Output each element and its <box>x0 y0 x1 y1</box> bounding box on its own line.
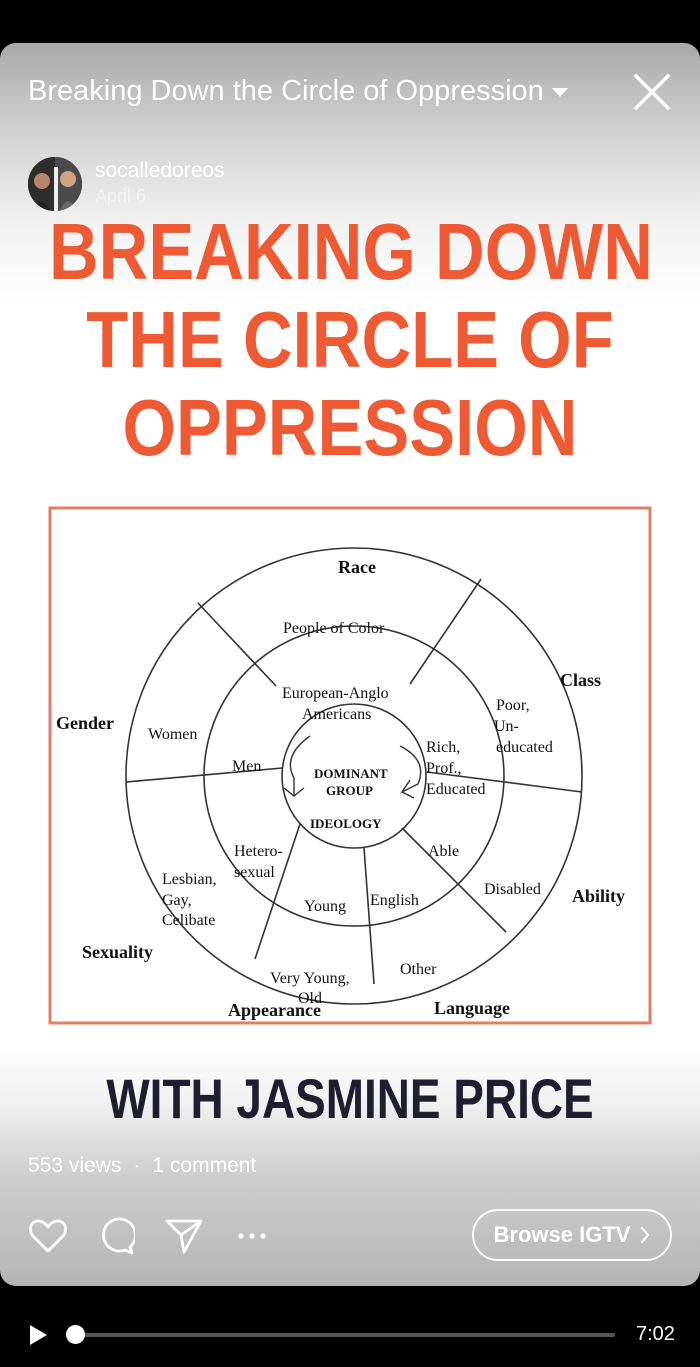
segment-women: Women <box>148 726 197 743</box>
play-icon <box>26 1323 50 1347</box>
igtv-video-card[interactable]: Breaking Down the Circle of Oppression s… <box>0 43 700 1286</box>
share-button[interactable] <box>162 1214 206 1258</box>
play-button[interactable] <box>26 1323 50 1347</box>
segment-people-of-color: People of Color <box>283 620 385 637</box>
progress-scrubber[interactable] <box>66 1325 85 1344</box>
segment-disabled: Disabled <box>484 881 541 898</box>
video-player-controls: 7:02 <box>0 1306 700 1362</box>
segment-rich: Prof., <box>426 760 462 777</box>
category-sexuality: Sexuality <box>82 942 153 962</box>
category-language: Language <box>434 998 510 1018</box>
segment-hetero: sexual <box>234 864 275 881</box>
heart-icon <box>28 1218 68 1254</box>
segment-lgb: Gay, <box>162 892 192 909</box>
segment-lgb: Lesbian, <box>162 871 217 888</box>
post-date: April 6 <box>95 186 146 207</box>
segment-other: Other <box>400 961 437 978</box>
more-dots-icon <box>237 1232 267 1240</box>
view-count: 553 views <box>28 1154 121 1177</box>
like-button[interactable] <box>26 1214 70 1258</box>
segment-euro: European-Anglo <box>282 685 389 702</box>
segment-poor: Poor, <box>496 697 530 714</box>
browse-igtv-label: Browse IGTV <box>494 1222 631 1248</box>
segment-very-young: Very Young, <box>270 970 350 987</box>
headline-line: THE CIRCLE OF <box>49 296 651 384</box>
segment-very-young: Old <box>298 990 322 1007</box>
paper-plane-icon <box>164 1217 204 1255</box>
more-options-button[interactable] <box>230 1214 274 1258</box>
segment-euro: Americans <box>302 706 371 723</box>
progress-track[interactable] <box>75 1333 615 1337</box>
segment-rich: Educated <box>426 781 486 798</box>
close-button[interactable] <box>632 72 672 112</box>
poster-headline: BREAKING DOWN THE CIRCLE OF OPPRESSION <box>49 208 651 472</box>
core-dominant: DOMINANT <box>314 766 388 781</box>
chevron-right-icon <box>640 1226 650 1244</box>
headline-line: OPPRESSION <box>49 384 651 472</box>
chevron-down-icon[interactable] <box>552 88 568 97</box>
segment-young: Young <box>304 898 346 915</box>
segment-men: Men <box>232 758 261 775</box>
browse-igtv-button[interactable]: Browse IGTV <box>472 1209 672 1261</box>
headline-line: BREAKING DOWN <box>49 208 651 296</box>
segment-poor: educated <box>496 739 553 756</box>
video-duration: 7:02 <box>636 1323 675 1346</box>
segment-hetero: Hetero- <box>234 843 283 860</box>
action-bar <box>26 1214 298 1258</box>
segment-english: English <box>370 892 419 909</box>
close-icon <box>632 72 672 112</box>
comment-bubble-icon <box>97 1217 135 1255</box>
segment-lgb: Celibate <box>162 912 215 929</box>
core-ideology: IDEOLOGY <box>310 816 382 831</box>
category-class: Class <box>560 670 601 690</box>
video-stats: 553 views · 1 comment <box>28 1154 256 1178</box>
comment-button[interactable] <box>94 1214 138 1258</box>
segment-able: Able <box>428 843 459 860</box>
segment-poor: Un- <box>494 718 519 735</box>
category-race: Race <box>338 557 376 577</box>
category-gender: Gender <box>56 713 114 733</box>
comment-count[interactable]: 1 comment <box>152 1154 256 1177</box>
stats-separator: · <box>133 1154 140 1177</box>
segment-rich: Rich, <box>426 739 460 756</box>
avatar[interactable] <box>28 157 82 211</box>
poster-byline: WITH JASMINE PRICE <box>63 1067 637 1131</box>
video-title[interactable]: Breaking Down the Circle of Oppression <box>28 73 588 109</box>
category-ability: Ability <box>572 886 625 906</box>
oppression-circle-diagram: Race Class Gender Ability Sexuality Appe… <box>48 506 652 1025</box>
username[interactable]: socalledoreos <box>95 159 225 183</box>
video-title-text: Breaking Down the Circle of Oppression <box>28 75 544 107</box>
core-group: GROUP <box>326 783 373 798</box>
